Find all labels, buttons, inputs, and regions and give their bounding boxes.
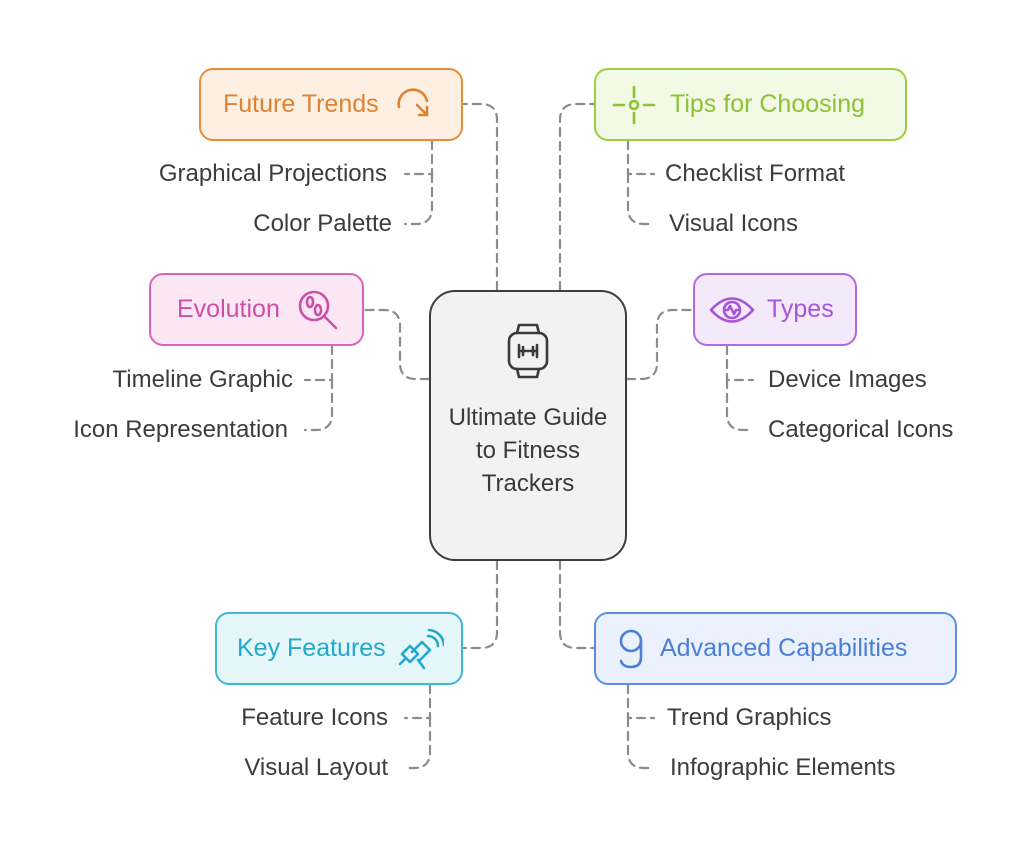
connector-infographic-elements bbox=[626, 716, 656, 770]
branch-future-trends: Future Trends bbox=[199, 68, 463, 141]
branch-evolution: Evolution bbox=[149, 273, 364, 346]
connector-visual-icons bbox=[626, 172, 656, 226]
connector-advanced-capabilities bbox=[558, 559, 596, 650]
branch-label: Types bbox=[767, 295, 834, 323]
connector-timeline-graphic bbox=[303, 344, 334, 382]
central-topic-node: Ultimate Guide to Fitness Trackers bbox=[429, 290, 627, 561]
rotate-arrow-icon bbox=[395, 87, 437, 123]
connector-checklist-format bbox=[626, 139, 656, 176]
branch-label: Advanced Capabilities bbox=[660, 634, 908, 662]
branch-tips-for-choosing: Tips for Choosing bbox=[594, 68, 907, 141]
connector-future-trends bbox=[462, 102, 499, 292]
leaf-timeline-graphic: Timeline Graphic bbox=[112, 366, 293, 393]
number-nine-icon bbox=[618, 629, 644, 669]
connector-categorical-icons bbox=[725, 378, 755, 432]
connector-device-images bbox=[725, 344, 755, 382]
branch-label: Evolution bbox=[177, 295, 280, 323]
branch-key-features: Key Features bbox=[215, 612, 463, 685]
leaf-icon-representation: Icon Representation bbox=[73, 416, 288, 443]
satellite-wifi-icon bbox=[398, 628, 444, 670]
branch-types: Types bbox=[693, 273, 857, 346]
footprints-search-icon bbox=[296, 288, 340, 332]
branch-label: Future Trends bbox=[223, 90, 379, 118]
connector-types bbox=[625, 308, 695, 381]
connector-tips-for-choosing bbox=[558, 102, 596, 292]
connector-color-palette bbox=[403, 172, 434, 226]
smartwatch-icon bbox=[503, 322, 553, 385]
connector-evolution bbox=[363, 308, 431, 381]
leaf-checklist-format: Checklist Format bbox=[665, 160, 846, 187]
leaf-visual-icons: Visual Icons bbox=[669, 210, 798, 237]
connector-key-features bbox=[462, 559, 499, 650]
connector-icon-representation bbox=[303, 378, 334, 432]
connector-visual-layout bbox=[403, 716, 432, 770]
connector-graphical-projections bbox=[403, 139, 434, 176]
crosshair-icon bbox=[612, 85, 656, 125]
leaf-trend-graphics: Trend Graphics bbox=[667, 704, 832, 731]
leaf-infographic-elements: Infographic Elements bbox=[670, 754, 896, 781]
connector-feature-icons bbox=[403, 683, 432, 720]
central-topic-title: Ultimate Guide to Fitness Trackers bbox=[448, 404, 608, 497]
branch-advanced-capabilities: Advanced Capabilities bbox=[594, 612, 957, 685]
leaf-graphical-projections: Graphical Projections bbox=[158, 160, 387, 187]
leaf-device-images: Device Images bbox=[768, 366, 927, 393]
eye-pulse-icon bbox=[709, 293, 755, 327]
leaf-categorical-icons: Categorical Icons bbox=[768, 416, 954, 443]
leaf-color-palette: Color Palette bbox=[253, 210, 392, 237]
branch-label: Tips for Choosing bbox=[670, 90, 865, 118]
leaf-visual-layout: Visual Layout bbox=[244, 754, 388, 781]
connector-trend-graphics bbox=[626, 683, 656, 720]
branch-label: Key Features bbox=[237, 634, 386, 662]
leaf-feature-icons: Feature Icons bbox=[241, 704, 388, 731]
